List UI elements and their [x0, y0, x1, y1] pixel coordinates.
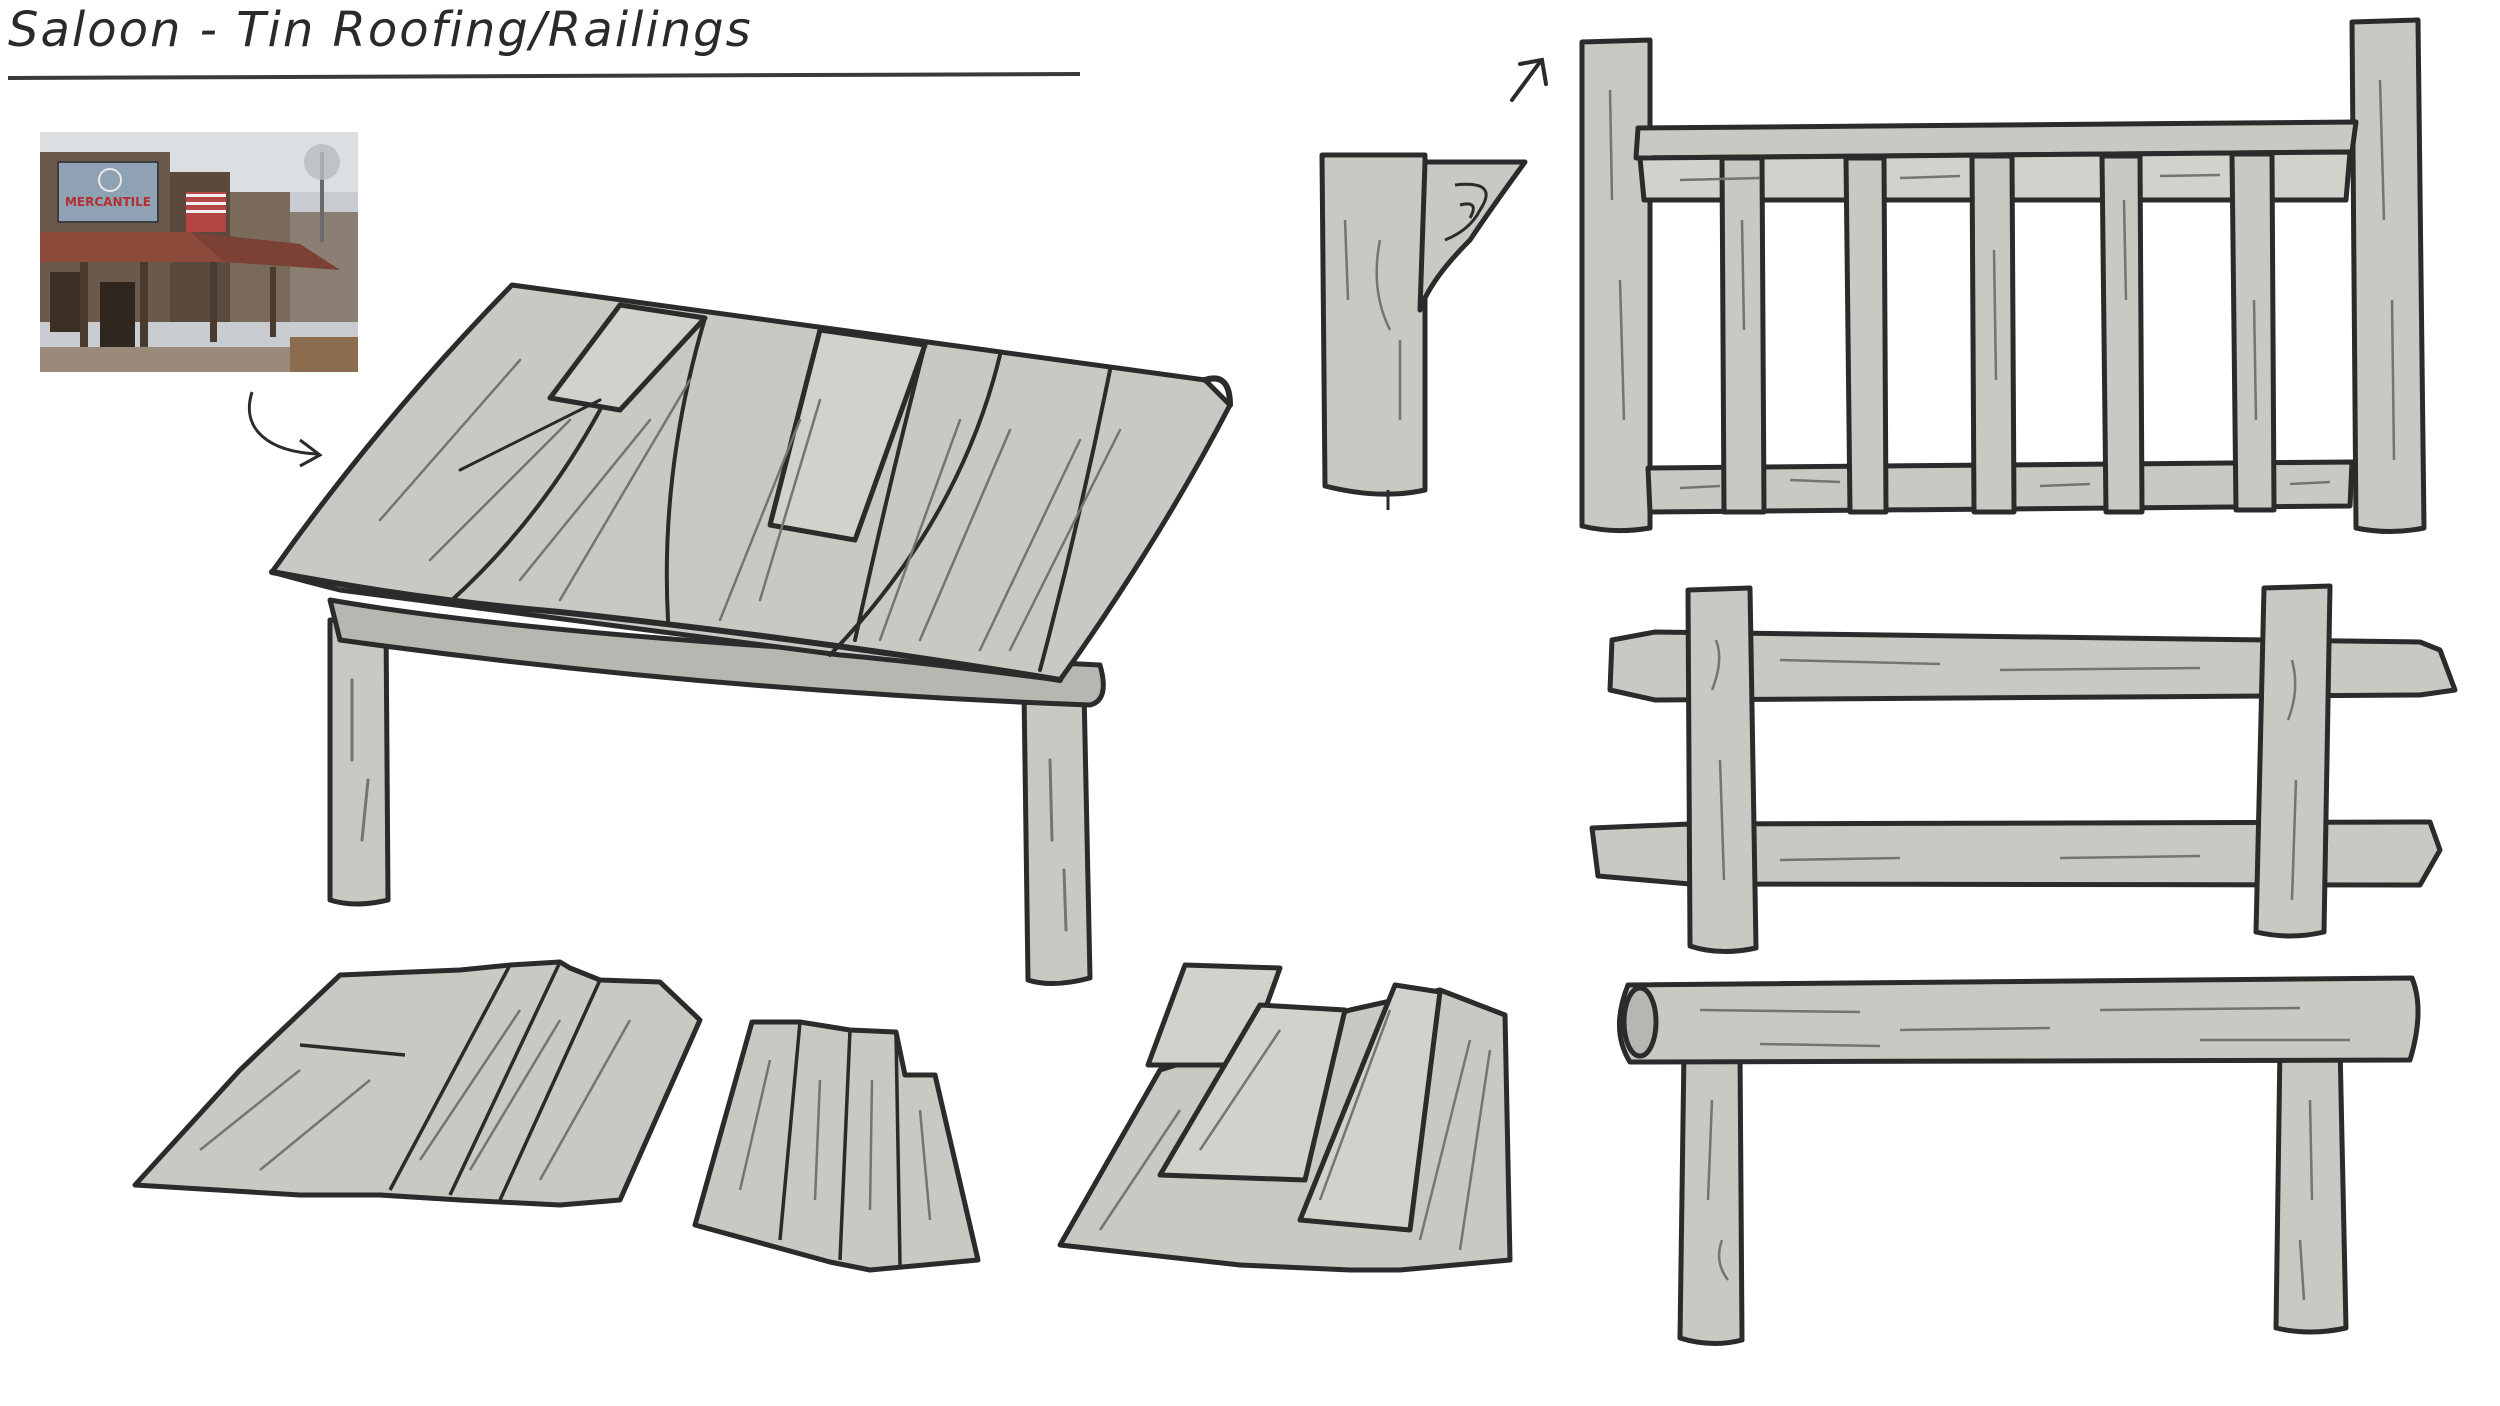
roof-left-post: [327, 617, 391, 907]
pointer-arrow-icon: [1510, 57, 1548, 102]
roof-right-post: [1021, 687, 1093, 986]
roof-patch: [547, 302, 708, 413]
tin-sheet-3: [1057, 962, 1513, 1273]
roof-structure: [269, 282, 1233, 986]
tin-sheet-2: [692, 1019, 981, 1273]
reference-photo: MERCANTILE: [40, 132, 358, 372]
page-title: Saloon - Tin Roofing/Railings: [8, 2, 753, 58]
post-with-bracket: [1319, 152, 1528, 510]
photo-sign-text: MERCANTILE: [65, 195, 151, 209]
roof-beam: [327, 597, 1106, 708]
roof-patch-2: [767, 327, 928, 543]
curved-arrow-icon: [247, 391, 319, 456]
railing-balustrade: [1579, 17, 2427, 534]
tin-sheet-1: [132, 959, 703, 1208]
railing-split-rail: [1589, 583, 2458, 955]
title-underline: [7, 72, 1081, 80]
railing-hitching-log: [1617, 975, 2421, 1346]
